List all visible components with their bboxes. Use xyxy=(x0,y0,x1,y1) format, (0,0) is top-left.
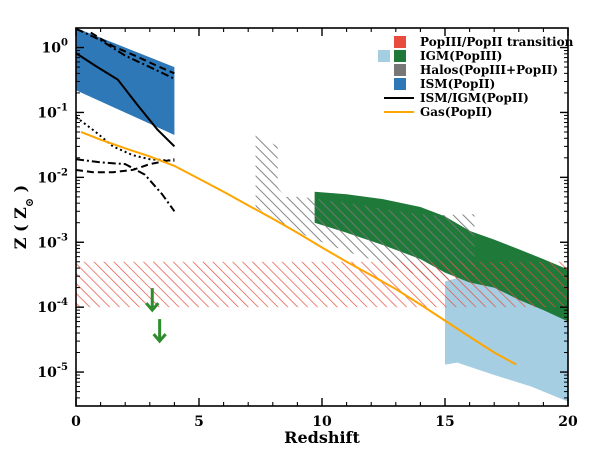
axis-ticks: 0 5 10 15 20 10-5 10-4 10-3 10-2 10-1 100 xyxy=(37,28,578,430)
y-tick-label: 10-1 xyxy=(37,102,68,121)
legend-label: ISM/IGM(PopII) xyxy=(420,91,529,105)
legend-entry: Halos(PopIII+PopII) xyxy=(394,63,558,77)
y-axis-title: Z ( Z⊙ ) xyxy=(11,185,36,249)
upper-limit-arrow-2 xyxy=(152,319,167,344)
y-tick-label: 10-2 xyxy=(37,167,68,186)
x-tick-label: 10 xyxy=(312,414,332,430)
y-tick-label: 10-5 xyxy=(37,362,68,381)
y-tick-label: 10-4 xyxy=(37,297,68,316)
legend-swatch xyxy=(394,36,406,48)
legend-swatch xyxy=(394,50,406,62)
y-axis-title-main: Z ( Z xyxy=(11,207,30,249)
y-axis-title-close: ) xyxy=(11,185,30,198)
legend-label: Halos(PopIII+PopII) xyxy=(420,63,558,77)
popiii-popii-transition-band xyxy=(76,261,568,308)
legend-swatch xyxy=(394,78,406,90)
legend-entry: IGM(PopIII) xyxy=(378,49,502,63)
x-tick-label: 20 xyxy=(558,414,578,430)
legend-label: Gas(PopII) xyxy=(420,105,492,119)
igm-popiii-light-band xyxy=(445,278,568,402)
x-tick-label: 5 xyxy=(194,414,204,430)
ism-igm-popii-dashed-top-line xyxy=(90,31,175,75)
y-axis-title-sub: ⊙ xyxy=(23,198,36,207)
legend-entry: PopIII/PopII transition xyxy=(394,35,574,49)
legend-entry: ISM/IGM(PopII) xyxy=(384,91,529,105)
legend-swatch xyxy=(394,64,406,76)
y-tick-label: 100 xyxy=(42,38,68,57)
ism-igm-popii-dashed-low-line xyxy=(76,158,175,174)
ism-popii-band xyxy=(76,28,175,135)
legend: PopIII/PopII transitionIGM(PopIII)Halos(… xyxy=(378,35,574,119)
ism-igm-popii-dashdot-low-line xyxy=(76,158,176,212)
legend-entry: ISM(PopII) xyxy=(394,77,495,91)
y-tick-label: 10-3 xyxy=(37,232,68,251)
legend-swatch xyxy=(378,50,390,62)
plot-area xyxy=(76,28,568,402)
legend-label: IGM(PopIII) xyxy=(420,49,502,63)
legend-label: ISM(PopII) xyxy=(420,77,495,91)
ism-igm-popii-dashdot-top-line xyxy=(76,28,175,80)
upper-limit-arrow-1 xyxy=(145,288,160,313)
ism-igm-popii-dotted-line xyxy=(76,116,175,162)
legend-label: PopIII/PopII transition xyxy=(420,35,574,49)
halos-popiii-popii-band xyxy=(255,134,475,282)
x-axis-title: Redshift xyxy=(284,428,360,447)
legend-entry: Gas(PopII) xyxy=(384,105,492,119)
ism-igm-popii-solid-line xyxy=(76,52,176,148)
gas-popii-line xyxy=(80,131,517,366)
x-tick-label: 15 xyxy=(435,414,454,430)
x-tick-label: 0 xyxy=(71,414,81,430)
